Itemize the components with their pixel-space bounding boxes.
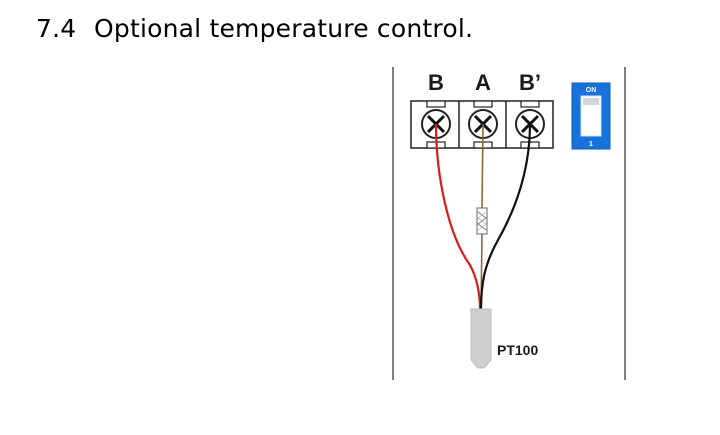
- dip-number-label: 1: [589, 141, 593, 148]
- sensor-label: PT100: [497, 342, 538, 358]
- section-number: 7.4: [36, 14, 77, 43]
- resistor-icon: [476, 207, 488, 235]
- dip-switch-lever: [583, 98, 599, 105]
- section-heading: 7.4 Optional temperature control.: [36, 14, 473, 43]
- dip-on-label: ON: [586, 87, 597, 94]
- pt100-sensor-probe: [470, 308, 492, 369]
- terminal-label-b-prime: B’: [519, 70, 541, 95]
- terminal-label-b: B: [428, 70, 444, 95]
- terminal-label-a: A: [475, 70, 491, 95]
- wire-b-prime-black: [479, 123, 532, 311]
- section-title: Optional temperature control.: [94, 14, 474, 43]
- wire-b-red: [434, 123, 482, 311]
- dip-switch: ON 1: [571, 82, 611, 150]
